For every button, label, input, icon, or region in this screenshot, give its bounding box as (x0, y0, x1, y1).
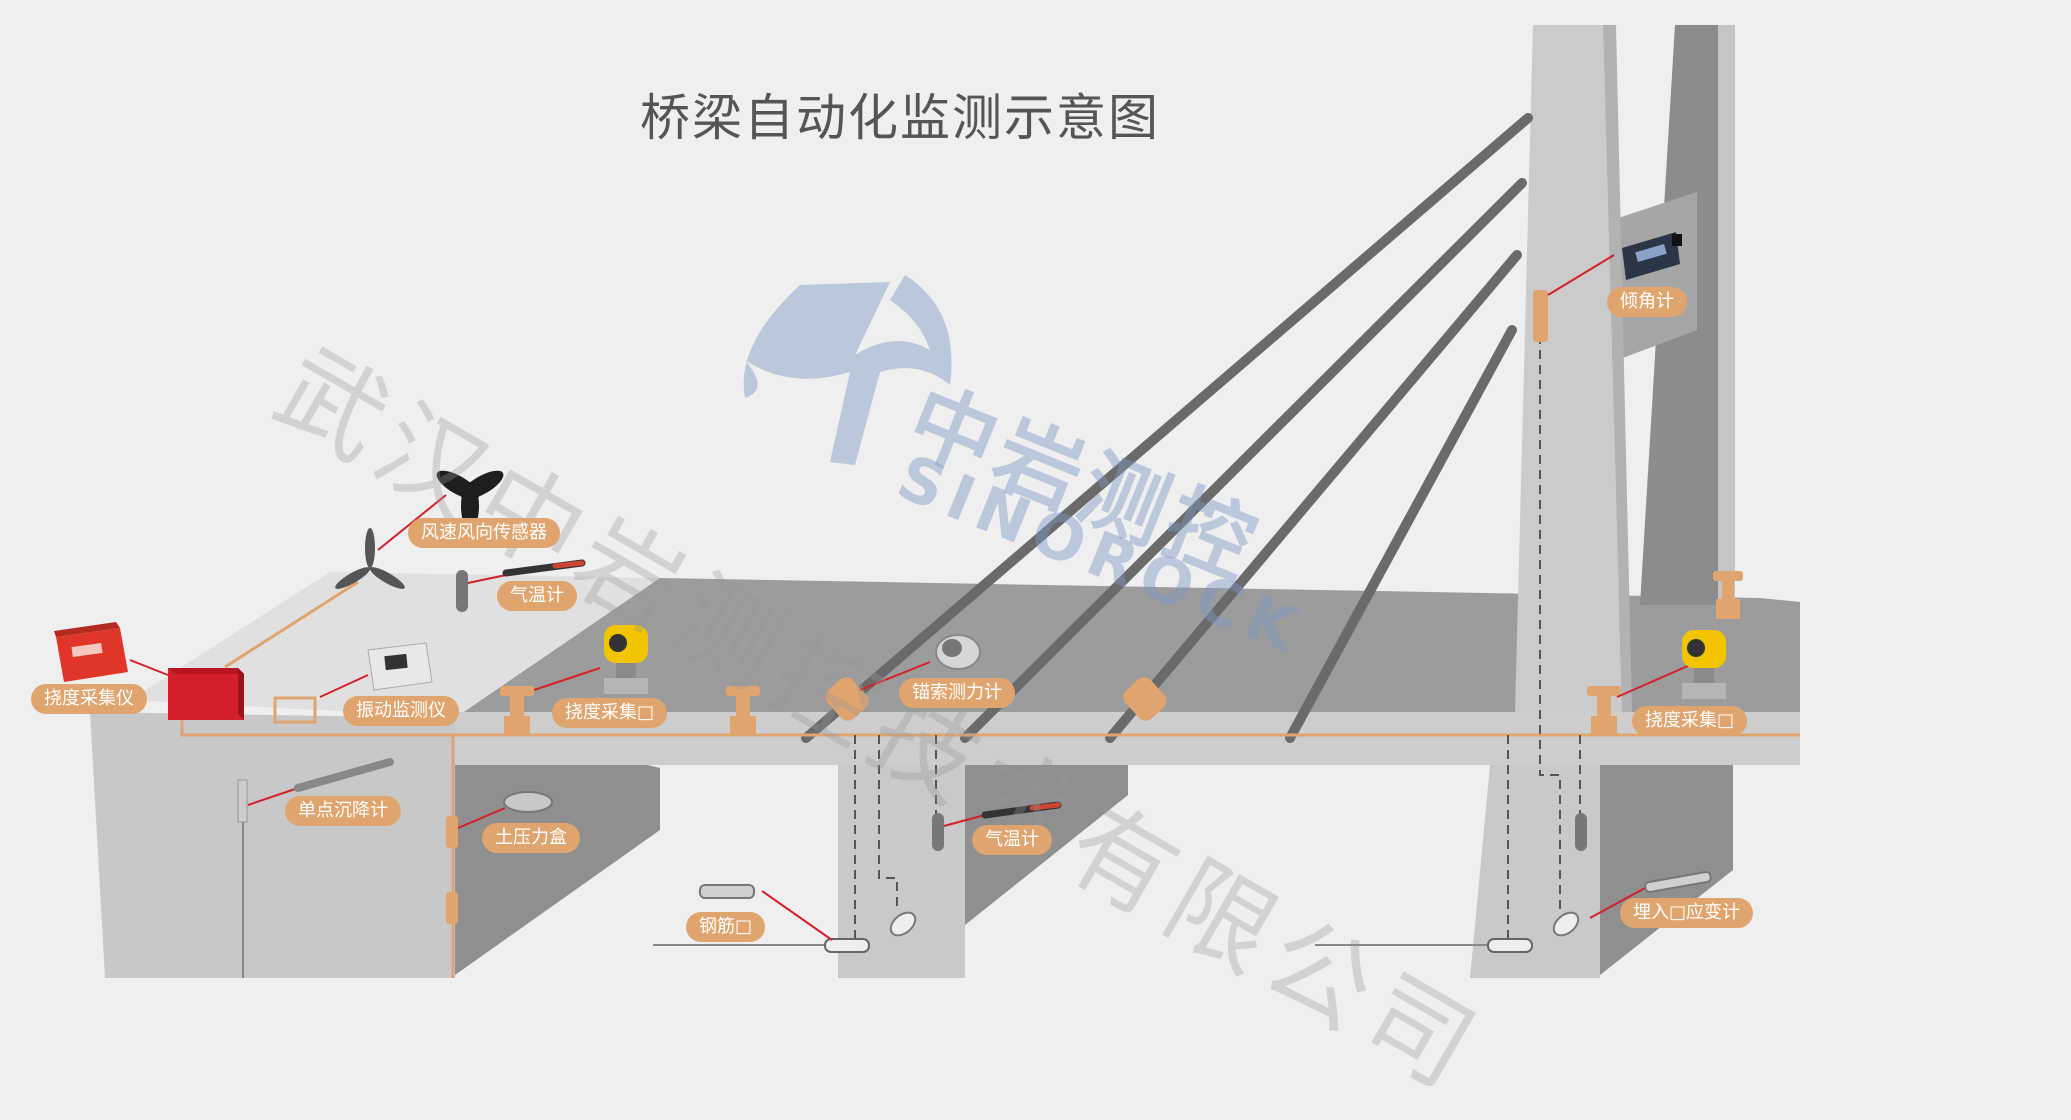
stay-cable (1105, 250, 1522, 743)
rebar-meter-device (699, 884, 755, 899)
label-earth-pressure-cell: 土压力盒 (482, 823, 580, 853)
rebar-meter-housing (824, 938, 870, 953)
label-deflection-collector-left: 挠度采集仪 (31, 684, 147, 714)
anchor-cable-meter-device (935, 634, 981, 670)
label-settlement-meter: 单点沉降计 (285, 796, 401, 826)
anchor-load-cell (825, 677, 869, 721)
sinorock-logo-mark (743, 275, 952, 465)
strain-gauge-sensor (1552, 911, 1580, 937)
label-deflection-collector-right: 挠度采集□ (1632, 706, 1748, 736)
junction-box (273, 696, 317, 724)
inclinometer-device (1622, 232, 1682, 280)
deflection-transmitter-device (604, 625, 648, 694)
air-temp-probe (1575, 813, 1587, 851)
deflection-transmitter-device (1682, 630, 1726, 699)
diagram-title: 桥梁自动化监测示意图 (640, 89, 1160, 147)
bridge-deck-top (455, 578, 1800, 718)
stay-cable (1285, 325, 1517, 743)
vibration-monitor-device (367, 642, 433, 691)
stay-cable (960, 178, 1527, 743)
bridge-deck-front (455, 712, 1800, 765)
anchor-load-cell (1123, 677, 1167, 721)
deflection-collector-case (54, 622, 128, 682)
tower-front-leg-edge (1603, 25, 1632, 712)
rebar-meter-housing (1487, 938, 1533, 953)
settlement-head (237, 779, 248, 823)
label-anchor-cable-meter: 锚索测力计 (899, 678, 1015, 708)
tower-rear-leg-edge (1718, 25, 1735, 605)
air-temp-device-tip (1029, 802, 1061, 811)
right-pier-side (1600, 765, 1733, 975)
sensor-wiring (854, 335, 1581, 945)
strain-gauge-device (1644, 870, 1712, 894)
label-wind-sensor: 风速风向传感器 (408, 518, 560, 548)
air-temp-device-tip (552, 560, 585, 569)
tower-front-leg (1515, 25, 1622, 712)
deflection-points (446, 290, 1743, 924)
bridge-drawing (54, 25, 1800, 978)
label-air-temp-pier: 气温计 (972, 825, 1052, 855)
abutment-front-face (90, 712, 455, 978)
stay-cable (801, 113, 1533, 743)
signal-cable-route (224, 580, 359, 669)
air-temp-probe (456, 570, 468, 612)
label-embedded-strain-gauge: 埋入□应变计 (1620, 898, 1754, 928)
air-temp-probe (932, 813, 944, 851)
earth-pressure-cell-device (503, 791, 553, 813)
label-rebar-meter: 钢筋□ (686, 912, 766, 942)
connector-lines (129, 254, 1691, 941)
strain-gauge-sensor (889, 911, 917, 937)
wind-anemometer-on-site (335, 528, 405, 589)
label-inclinometer: 倾角计 (1607, 287, 1687, 317)
label-vibration-monitor: 振动监测仪 (343, 696, 459, 726)
bridge-monitoring-diagram: 桥梁自动化监测示意图 中岩测控 SINOROCK 武汉中岩测控技术有限公司 风速… (31, 25, 1800, 1115)
settlement-meter-device (294, 758, 394, 792)
label-deflection-collector-mid: 挠度采集□ (552, 698, 668, 728)
collector-box (168, 668, 244, 720)
label-air-temp-top: 气温计 (497, 581, 577, 611)
